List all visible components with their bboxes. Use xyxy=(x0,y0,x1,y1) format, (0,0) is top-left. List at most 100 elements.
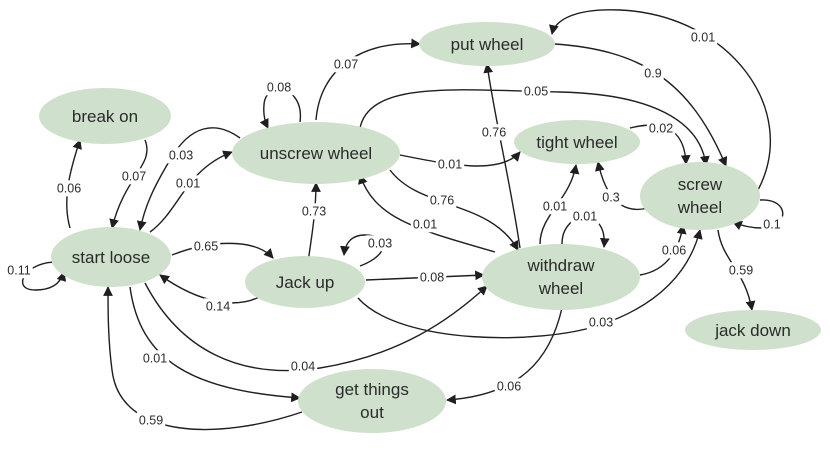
edge-label-start_loose-to-break_on: 0.06 xyxy=(57,181,81,195)
node-label-jack-up: Jack up xyxy=(276,273,335,292)
node-label-get-things-out-line2: out xyxy=(360,403,384,422)
edge-label-screw_wheel-loop: 0.1 xyxy=(763,217,780,231)
edge-label-background xyxy=(427,192,457,209)
edge-label-background xyxy=(642,65,664,82)
edge-screw_wheel-to-put_wheel xyxy=(549,9,771,191)
edge-label-withdraw_wheel-to-unscrew_wheel: 0.01 xyxy=(413,217,437,231)
edge-label-withdraw_wheel-to-tight_wheel: 0.01 xyxy=(543,199,567,213)
edge-label-unscrew_wheel-loop: 0.08 xyxy=(267,80,291,94)
edge-label-background xyxy=(688,29,718,46)
node-label-put-wheel: put wheel xyxy=(451,35,524,54)
edge-label-withdraw_wheel-to-put_wheel: 0.76 xyxy=(482,125,506,139)
edge-label-background xyxy=(540,198,570,215)
edge-label-background xyxy=(288,358,318,375)
edge-label-background xyxy=(586,314,616,331)
edge-start_loose-to-jack_up xyxy=(171,242,274,259)
edge-label-withdraw_wheel-to-screw_wheel: 0.06 xyxy=(662,243,686,257)
edge-start_loose-loop xyxy=(22,261,67,291)
node-label-jack-down: jack down xyxy=(714,321,791,340)
edge-label-jack_up-to-unscrew_wheel: 0.73 xyxy=(302,204,326,218)
edge-start_loose-to-withdraw_wheel xyxy=(144,282,488,372)
node-break-on: break on xyxy=(39,88,171,144)
edge-label-background xyxy=(494,378,524,395)
edge-label-get_things_out-to-start_loose: 0.59 xyxy=(139,413,163,427)
edge-label-unscrew_wheel-to-withdraw_wheel: 0.76 xyxy=(430,193,454,207)
edge-label-unscrew_wheel-to-tight_wheel: 0.01 xyxy=(438,157,462,171)
edge-label-screw_wheel-to-put_wheel: 0.01 xyxy=(691,30,715,44)
node-start-loose: start loose xyxy=(51,227,171,287)
edge-label-background xyxy=(646,120,676,137)
edge-label-unscrew_wheel-to-screw_wheel: 0.05 xyxy=(524,84,548,98)
edge-label-background xyxy=(119,168,149,185)
node-label-get-things-out-line1: get things xyxy=(335,380,409,399)
edge-withdraw_wheel-to-put_wheel xyxy=(483,63,521,249)
edge-get_things_out-to-start_loose xyxy=(103,286,303,431)
node-unscrew-wheel: unscrew wheel xyxy=(232,122,400,184)
node-label-start-loose: start loose xyxy=(72,248,150,267)
edge-label-background xyxy=(299,203,329,220)
edge-label-background xyxy=(570,208,600,225)
edge-label-jack_up-to-start_loose: 0.14 xyxy=(206,299,230,313)
edge-unscrew_wheel-to-withdraw_wheel xyxy=(389,169,519,251)
edge-unscrew_wheel-to-put_wheel xyxy=(315,38,421,121)
edge-labels-layer: 0.06 0.07 0.11 0.03 0.01 0.65 0.14 0.01 … xyxy=(5,29,783,429)
edge-label-background xyxy=(761,216,783,233)
node-label-unscrew-wheel: unscrew wheel xyxy=(260,144,372,163)
edge-label-background xyxy=(264,79,294,96)
edge-label-unscrew_wheel-to-start_loose: 0.03 xyxy=(169,148,193,162)
edge-jack_up-to-unscrew_wheel xyxy=(307,182,321,263)
node-jack-up: Jack up xyxy=(245,256,365,308)
edge-unscrew_wheel-loop xyxy=(259,88,302,129)
edge-label-start_loose-to-jack_up: 0.65 xyxy=(194,239,218,253)
edge-unscrew_wheel-to-screw_wheel xyxy=(359,89,710,166)
edge-label-background xyxy=(54,180,84,197)
edge-withdraw_wheel-to-get_things_out xyxy=(446,307,563,405)
node-label-withdraw-wheel-line1: withdraw xyxy=(526,256,595,275)
edge-label-tight_wheel-to-withdraw_wheel: 0.01 xyxy=(573,209,597,223)
edge-label-background xyxy=(479,124,509,141)
node-label-break-on: break on xyxy=(72,107,138,126)
nodes-layer: break on start loose unscrew wheel put w… xyxy=(39,22,821,433)
node-screw-wheel: screw wheel xyxy=(640,162,760,230)
node-withdraw-wheel: withdraw wheel xyxy=(482,244,640,310)
edge-label-background xyxy=(5,262,33,279)
edge-label-background xyxy=(173,175,203,192)
node-put-wheel: put wheel xyxy=(419,22,555,66)
edge-label-background xyxy=(435,156,465,173)
edge-label-background xyxy=(166,147,196,164)
edges-layer xyxy=(22,9,784,431)
node-label-screw-wheel-line1: screw xyxy=(678,175,723,194)
edge-start_loose-to-get_things_out xyxy=(129,286,301,403)
edge-label-background xyxy=(365,235,395,252)
edge-label-background xyxy=(331,56,361,73)
edge-label-jack_up-to-withdraw_wheel: 0.08 xyxy=(420,270,444,284)
edge-label-background xyxy=(191,238,221,255)
edge-label-screw_wheel-to-tight_wheel: 0.3 xyxy=(602,190,619,204)
edge-label-background xyxy=(203,298,233,315)
node-tight-wheel: tight wheel xyxy=(514,120,640,164)
node-get-things-out: get things out xyxy=(298,369,446,433)
edge-label-background xyxy=(521,83,551,100)
edge-label-tight_wheel-to-screw_wheel: 0.02 xyxy=(649,121,673,135)
edge-label-start_loose-to-unscrew_wheel: 0.01 xyxy=(176,176,200,190)
edge-label-start_loose-loop: 0.11 xyxy=(7,263,30,277)
edge-label-screw_wheel-to-jack_down: 0.59 xyxy=(729,263,753,277)
edge-label-jack_up-to-screw_wheel: 0.03 xyxy=(589,315,613,329)
edge-label-background xyxy=(140,350,170,367)
edge-unscrew_wheel-to-tight_wheel xyxy=(399,151,521,167)
edge-label-background xyxy=(136,412,166,429)
node-label-withdraw-wheel-line2: wheel xyxy=(538,279,583,298)
edge-label-background xyxy=(600,189,622,206)
node-jack-down: jack down xyxy=(685,310,821,350)
edge-label-put_wheel-to-screw_wheel: 0.9 xyxy=(644,66,661,80)
edge-label-start_loose-to-get_things_out: 0.01 xyxy=(143,351,167,365)
edge-label-jack_up-loop: 0.03 xyxy=(368,236,392,250)
edge-label-background xyxy=(417,269,447,286)
edge-label-break_on-to-start_loose: 0.07 xyxy=(122,169,146,183)
edge-label-start_loose-to-withdraw_wheel: 0.04 xyxy=(291,359,315,373)
edge-label-background xyxy=(726,262,756,279)
edge-jack_up-loop xyxy=(340,234,384,267)
edge-start_loose-to-unscrew_wheel xyxy=(149,150,233,233)
edge-label-background xyxy=(410,216,440,233)
